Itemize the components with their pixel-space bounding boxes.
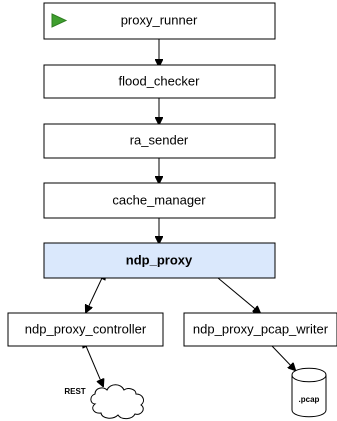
node-ndp-proxy-controller-label: ndp_proxy_controller xyxy=(25,321,147,336)
node-proxy-runner[interactable]: proxy_runner xyxy=(43,2,276,40)
pcap-storage: .pcap xyxy=(291,367,327,418)
node-flood-checker[interactable]: flood_checker xyxy=(43,64,276,99)
edge-pcap-writer-file xyxy=(271,345,295,370)
rest-endpoint: REST xyxy=(64,384,144,420)
node-ndp-proxy-pcap-writer[interactable]: ndp_proxy_pcap_writer xyxy=(183,312,337,347)
node-ndp-proxy-controller[interactable]: ndp_proxy_controller xyxy=(7,312,164,347)
node-cache-manager[interactable]: cache_manager xyxy=(43,182,276,219)
play-icon xyxy=(51,13,68,28)
node-proxy-runner-label: proxy_runner xyxy=(121,12,198,27)
rest-label: REST xyxy=(64,387,85,396)
node-flood-checker-label: flood_checker xyxy=(119,73,201,88)
node-ndp-proxy[interactable]: ndp_proxy xyxy=(43,242,276,279)
edge-ndp-proxy-pcap-writer xyxy=(217,277,260,313)
node-ra-sender[interactable]: ra_sender xyxy=(43,123,276,159)
cloud-icon xyxy=(90,384,144,420)
node-ra-sender-label: ra_sender xyxy=(130,132,189,147)
edge-controller-rest xyxy=(86,346,103,386)
pcap-label: .pcap xyxy=(299,395,320,404)
node-ndp-proxy-pcap-writer-label: ndp_proxy_pcap_writer xyxy=(193,321,329,336)
edge-ndp-proxy-controller xyxy=(86,278,102,312)
node-ndp-proxy-label: ndp_proxy xyxy=(126,252,193,267)
node-cache-manager-label: cache_manager xyxy=(112,192,206,207)
